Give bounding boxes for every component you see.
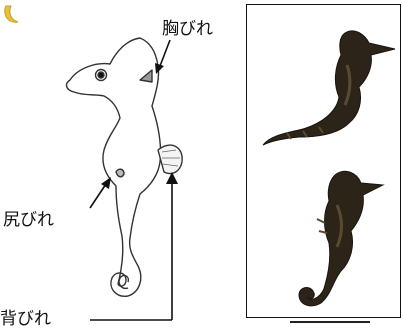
dorsal-fin [158, 145, 182, 173]
anal-fin [116, 169, 124, 177]
lower-seahorse-specimen [299, 171, 383, 306]
upper-seahorse-specimen [263, 31, 395, 145]
anal-fin-label: 尻びれ [3, 205, 54, 230]
pectoral-fin-arrow [155, 40, 170, 74]
anal-fin-arrow [90, 177, 111, 208]
specimen-photos [247, 5, 400, 317]
photo-underline [290, 321, 370, 323]
pectoral-fin-label: 胸びれ [162, 14, 213, 39]
specimen-photo-panel [246, 4, 401, 318]
dorsal-fin-label: 背びれ [0, 304, 51, 329]
seahorse-line-drawing [0, 0, 246, 327]
